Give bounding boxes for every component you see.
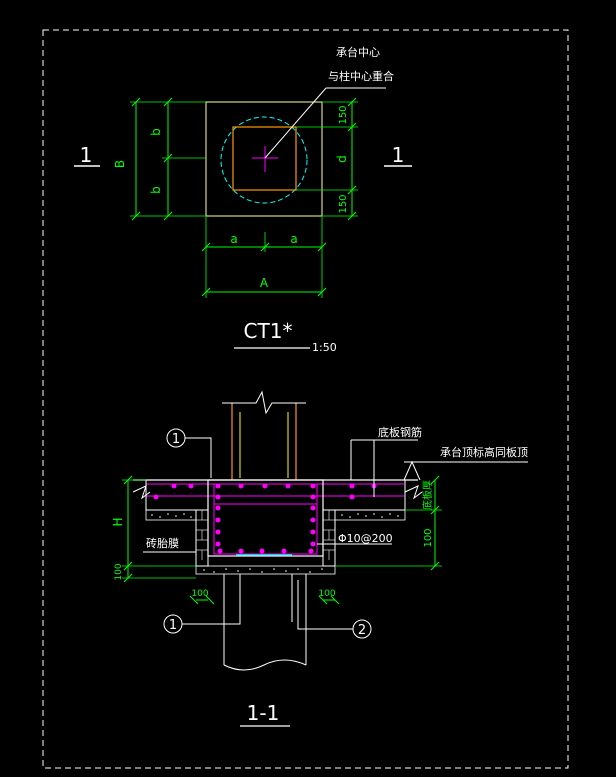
- label-brick-form: 砖胎膜: [146, 536, 179, 550]
- dim-100-right: 100: [423, 528, 434, 547]
- tick: [347, 185, 357, 195]
- brick-hatch-right: [323, 510, 335, 560]
- dim-d-text: d: [335, 155, 349, 163]
- tick: [330, 595, 340, 605]
- slab-break-left: [132, 485, 151, 500]
- cushion-dots: [151, 513, 399, 518]
- marker-1-top-leader: [185, 437, 212, 478]
- dim-A-text: A: [260, 276, 269, 290]
- tick: [123, 573, 133, 583]
- rebar-dots: [153, 483, 377, 554]
- cushion-left: [145, 509, 197, 521]
- section-mark-left: 1: [80, 143, 93, 167]
- dim-b-top-text: b: [149, 128, 163, 136]
- section-title: 1-1: [247, 701, 280, 725]
- callout-text-2: 与柱中心重合: [328, 69, 394, 83]
- section-view: 1 底板钢筋 承台顶标高同板顶 底板厚 100 H 100: [111, 390, 528, 727]
- cap-stirrup-outline: [213, 483, 318, 555]
- label-bottom-rebar: 底板钢筋: [378, 425, 422, 439]
- tick: [318, 595, 328, 605]
- column-break-line: [222, 390, 306, 415]
- cushion-bottom-dots: [203, 568, 323, 573]
- plan-scale: 1:50: [312, 341, 337, 354]
- tick: [131, 97, 141, 107]
- dim-H-text: H: [111, 517, 125, 526]
- tick: [347, 122, 357, 132]
- tick: [430, 561, 440, 571]
- elevation-mark: [403, 460, 421, 481]
- slab-break-right: [404, 485, 423, 500]
- marker-1-bottom: 1: [169, 618, 177, 633]
- tick: [201, 242, 211, 252]
- pile-circle: [220, 116, 308, 204]
- marker-1-bottom-leader: [182, 580, 241, 625]
- callout-text-1: 承台中心: [336, 45, 380, 59]
- tick: [163, 211, 173, 221]
- cushion-bottom: [195, 565, 336, 575]
- marker-2: 2: [358, 623, 366, 638]
- dim-B-text: B: [113, 160, 127, 168]
- dim-100-b2: 100: [318, 589, 335, 599]
- pile-cap: [207, 479, 324, 557]
- tick: [189, 595, 199, 605]
- tick: [163, 153, 173, 163]
- tick: [131, 211, 141, 221]
- sheet-border: [42, 29, 569, 769]
- dim-150-top: 150: [338, 105, 349, 124]
- label-cap-top-elev: 承台顶标高同板顶: [440, 445, 528, 459]
- plan-view: 承台中心 与柱中心重合 B b b 150 d 150: [74, 45, 412, 354]
- plan-title: CT1*: [244, 319, 293, 343]
- cushion-right: [334, 509, 406, 521]
- dim-b-bottom-text: b: [149, 186, 163, 194]
- tick: [317, 287, 327, 297]
- tick: [163, 97, 173, 107]
- section-mark-right: 1: [392, 143, 405, 167]
- callout-leader: [264, 87, 327, 159]
- tick: [430, 475, 440, 485]
- dim-a-left-text: a: [230, 232, 237, 246]
- tick: [123, 475, 133, 485]
- pile-break: [223, 659, 307, 671]
- tick: [201, 287, 211, 297]
- tick: [205, 595, 215, 605]
- dim-100-b1: 100: [191, 589, 208, 599]
- tick: [317, 242, 327, 252]
- column-outline: [232, 126, 297, 191]
- dim-100-left: 100: [114, 563, 124, 580]
- dim-a-right-text: a: [290, 232, 297, 246]
- tick: [347, 97, 357, 107]
- marker-1-top: 1: [172, 432, 180, 447]
- brick-hatch-left: [196, 510, 208, 560]
- tick: [260, 242, 270, 252]
- dim-150-bottom: 150: [338, 194, 349, 213]
- tick: [347, 211, 357, 221]
- label-stirrup: Φ10@200: [338, 532, 393, 545]
- label-slab-thickness: 底板厚: [421, 480, 434, 510]
- marker-2-leader: [297, 580, 353, 630]
- cap-outline: [205, 101, 323, 217]
